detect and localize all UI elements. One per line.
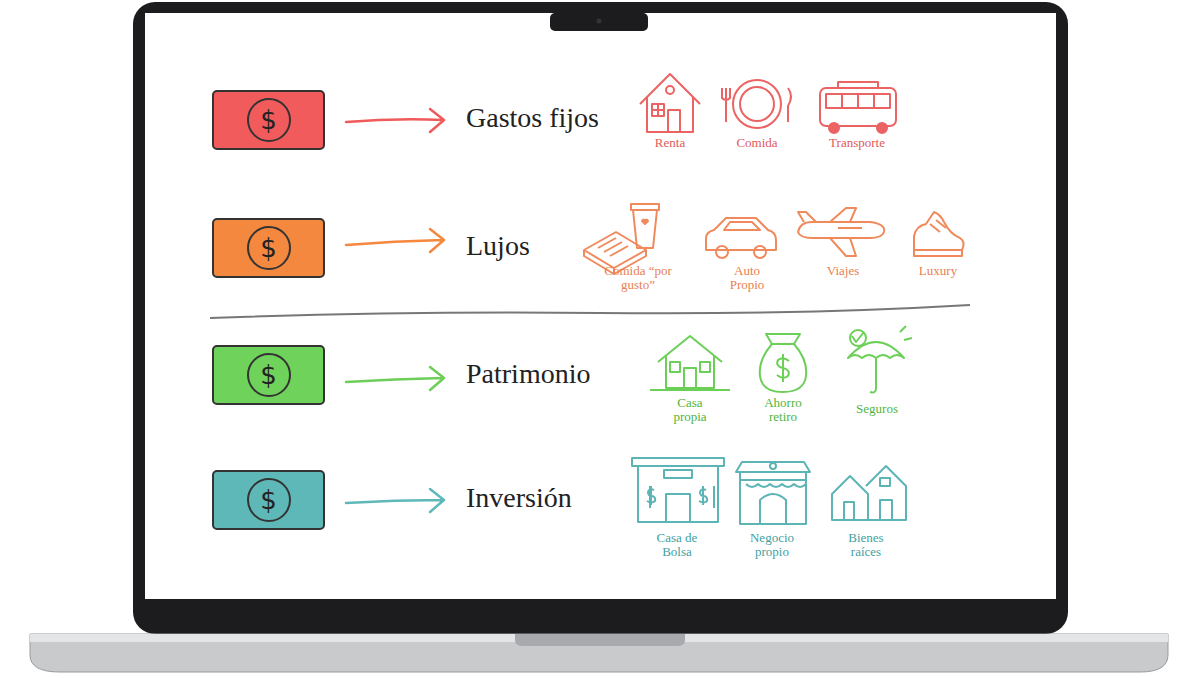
money-bag-icon [760,334,807,392]
dollar-sign: $ [214,362,323,388]
screen [145,13,1056,599]
arrow [346,229,444,252]
arrow [346,367,444,390]
car-icon [706,218,776,258]
icon-label: Luxury [903,264,973,278]
home-icon [650,336,730,390]
houses-icon [832,466,906,520]
category-label: Gastos fijos [466,102,599,134]
dollar-sign: $ [214,107,323,133]
plane-icon [798,208,884,256]
icon-label: Seguros [842,402,912,416]
money-bill: $ [212,90,325,150]
house-icon [640,74,700,132]
icon-label: Comida “por gusto” [600,264,676,292]
shop-icon [736,462,810,524]
stock-exchange-icon [632,458,724,522]
laptop-bezel [133,2,1068,634]
separator-line [210,305,970,318]
plate-icon [722,80,791,128]
icon-label: Ahorro retiro [755,396,811,424]
money-bill: $ [212,218,325,278]
category-label: Lujos [466,230,530,262]
icon-label: Renta [630,136,710,150]
sneakers-icon [914,212,964,256]
umbrella-icon [848,326,912,393]
laptop-base [30,634,1168,672]
icon-label: Casa de Bolsa [649,531,705,559]
dollar-sign: $ [214,487,323,513]
camera [597,19,602,24]
camera-notch [550,13,648,31]
money-bill: $ [212,345,325,405]
icon-label: Casa propia [665,396,715,424]
icon-label: Comida [717,136,797,150]
dollar-sign: $ [214,235,323,261]
bus-icon [820,82,896,133]
icon-label: Auto Propio [723,264,771,292]
money-bill: $ [212,470,325,530]
icon-label: Bienes raíces [838,531,894,559]
category-label: Inversión [466,482,572,514]
category-label: Patrimonio [466,358,590,390]
icon-label: Negocio propio [742,531,802,559]
arrow [346,489,444,512]
base-notch [515,634,685,646]
icon-label: Transporte [812,136,902,150]
arrow [346,109,444,132]
icon-label: Viajes [808,264,878,278]
